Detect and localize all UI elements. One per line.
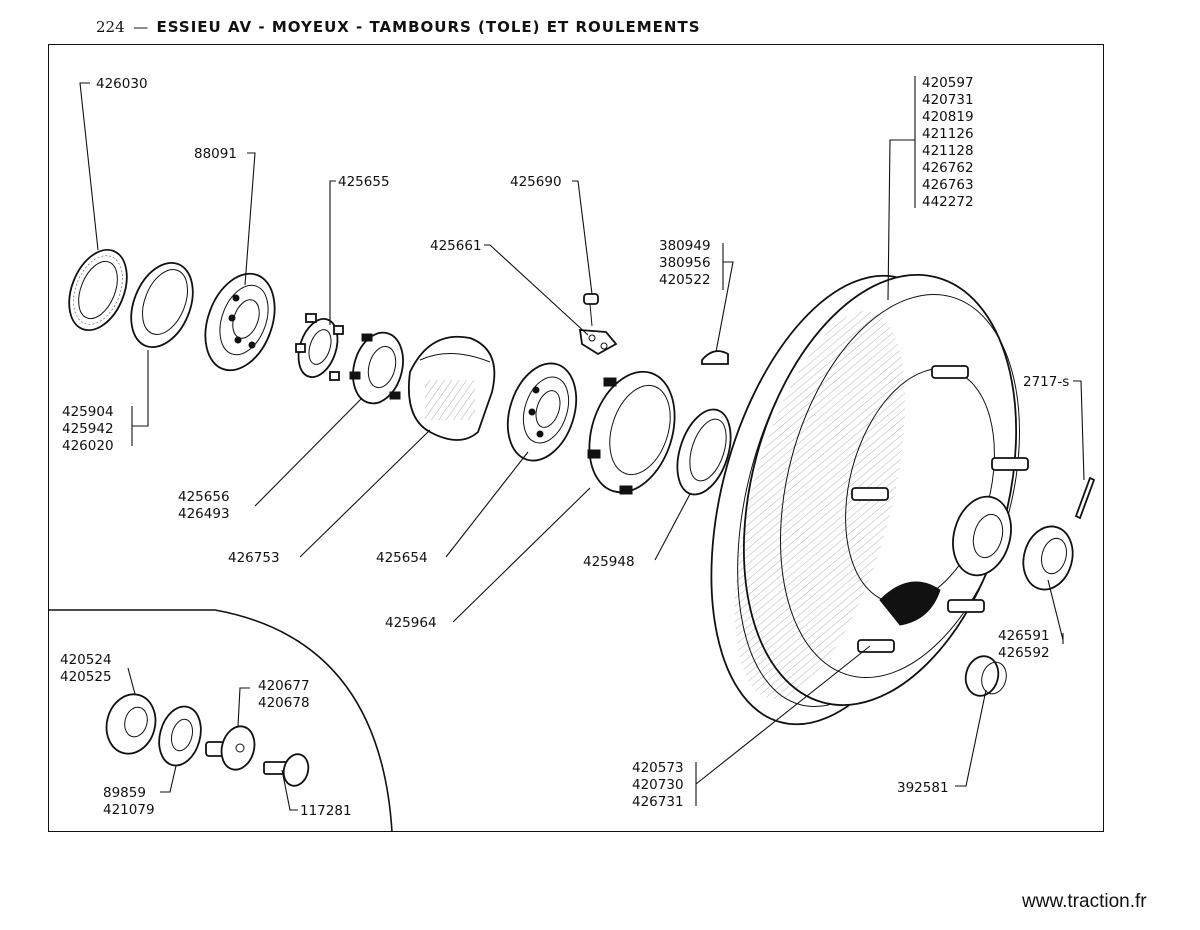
- page-header: 224 — ESSIEU AV - MOYEUX - TAMBOURS (TOL…: [96, 18, 701, 37]
- callout-380949: 380949 380956 420522: [659, 238, 715, 288]
- part-ring-nut-425964: [587, 370, 676, 495]
- watermark-url: www.traction.fr: [1022, 891, 1147, 912]
- diagram-frame: [48, 44, 1104, 832]
- part-wheel-nut-392581: [964, 655, 1007, 697]
- part-lock-plate-425661: [578, 329, 618, 356]
- callout-425655: 425655: [338, 174, 390, 190]
- inset-boundary: [48, 609, 393, 833]
- part-bearing-425654: [506, 362, 578, 462]
- callout-426753: 426753: [228, 550, 280, 566]
- leader-lines: [79, 76, 1085, 811]
- callout-425661: 425661: [430, 238, 482, 254]
- callout-117281: 117281: [300, 803, 352, 819]
- callout-420524: 420524 420525: [60, 652, 116, 685]
- callout-420597: 420597 420731 420819 421126 421128 42676…: [922, 75, 978, 210]
- part-screw-425690: [583, 293, 599, 327]
- callout-425654: 425654: [376, 550, 428, 566]
- callout-425656: 425656 426493: [178, 489, 234, 522]
- callout-425690: 425690: [510, 174, 562, 190]
- part-slotted-nut-425656: [349, 331, 404, 405]
- callout-420677: 420677 420678: [258, 678, 314, 711]
- page-title: ESSIEU AV - MOYEUX - TAMBOURS (TOLE) ET …: [156, 18, 701, 36]
- callout-420573: 420573 420730 426731: [632, 760, 688, 810]
- part-ring-425904: [130, 261, 194, 349]
- callout-425964: 425964: [385, 615, 437, 631]
- part-sleeve-426753: [408, 335, 496, 441]
- part-washer-89859: [158, 705, 202, 767]
- part-nut-420524: [105, 693, 157, 755]
- callout-426591: 426591 426592: [998, 628, 1054, 661]
- part-bolt-117281: [263, 753, 310, 787]
- part-bearing-88091: [204, 272, 276, 372]
- part-seal-ring-426030: [68, 248, 128, 332]
- title-dash: —: [133, 18, 149, 36]
- part-seal-425948: [676, 408, 732, 496]
- part-tab-washer-425655: [295, 313, 344, 381]
- callout-88091: 88091: [194, 146, 237, 162]
- page-number: 224: [96, 18, 125, 36]
- part-bolt-420677: [205, 725, 256, 771]
- callout-425948: 425948: [583, 554, 635, 570]
- callout-426030: 426030: [96, 76, 148, 92]
- part-castle-nut-426591: [1022, 525, 1074, 591]
- part-key-380949: [701, 350, 729, 365]
- part-brake-drum-420597: [710, 274, 1029, 726]
- callout-89859: 89859 421079: [103, 785, 155, 818]
- callout-2717-s: 2717-s: [1023, 374, 1069, 390]
- part-split-pin-2717: [1074, 476, 1096, 520]
- callout-392581: 392581: [897, 780, 949, 796]
- callout-425904: 425904 425942 426020: [62, 404, 118, 454]
